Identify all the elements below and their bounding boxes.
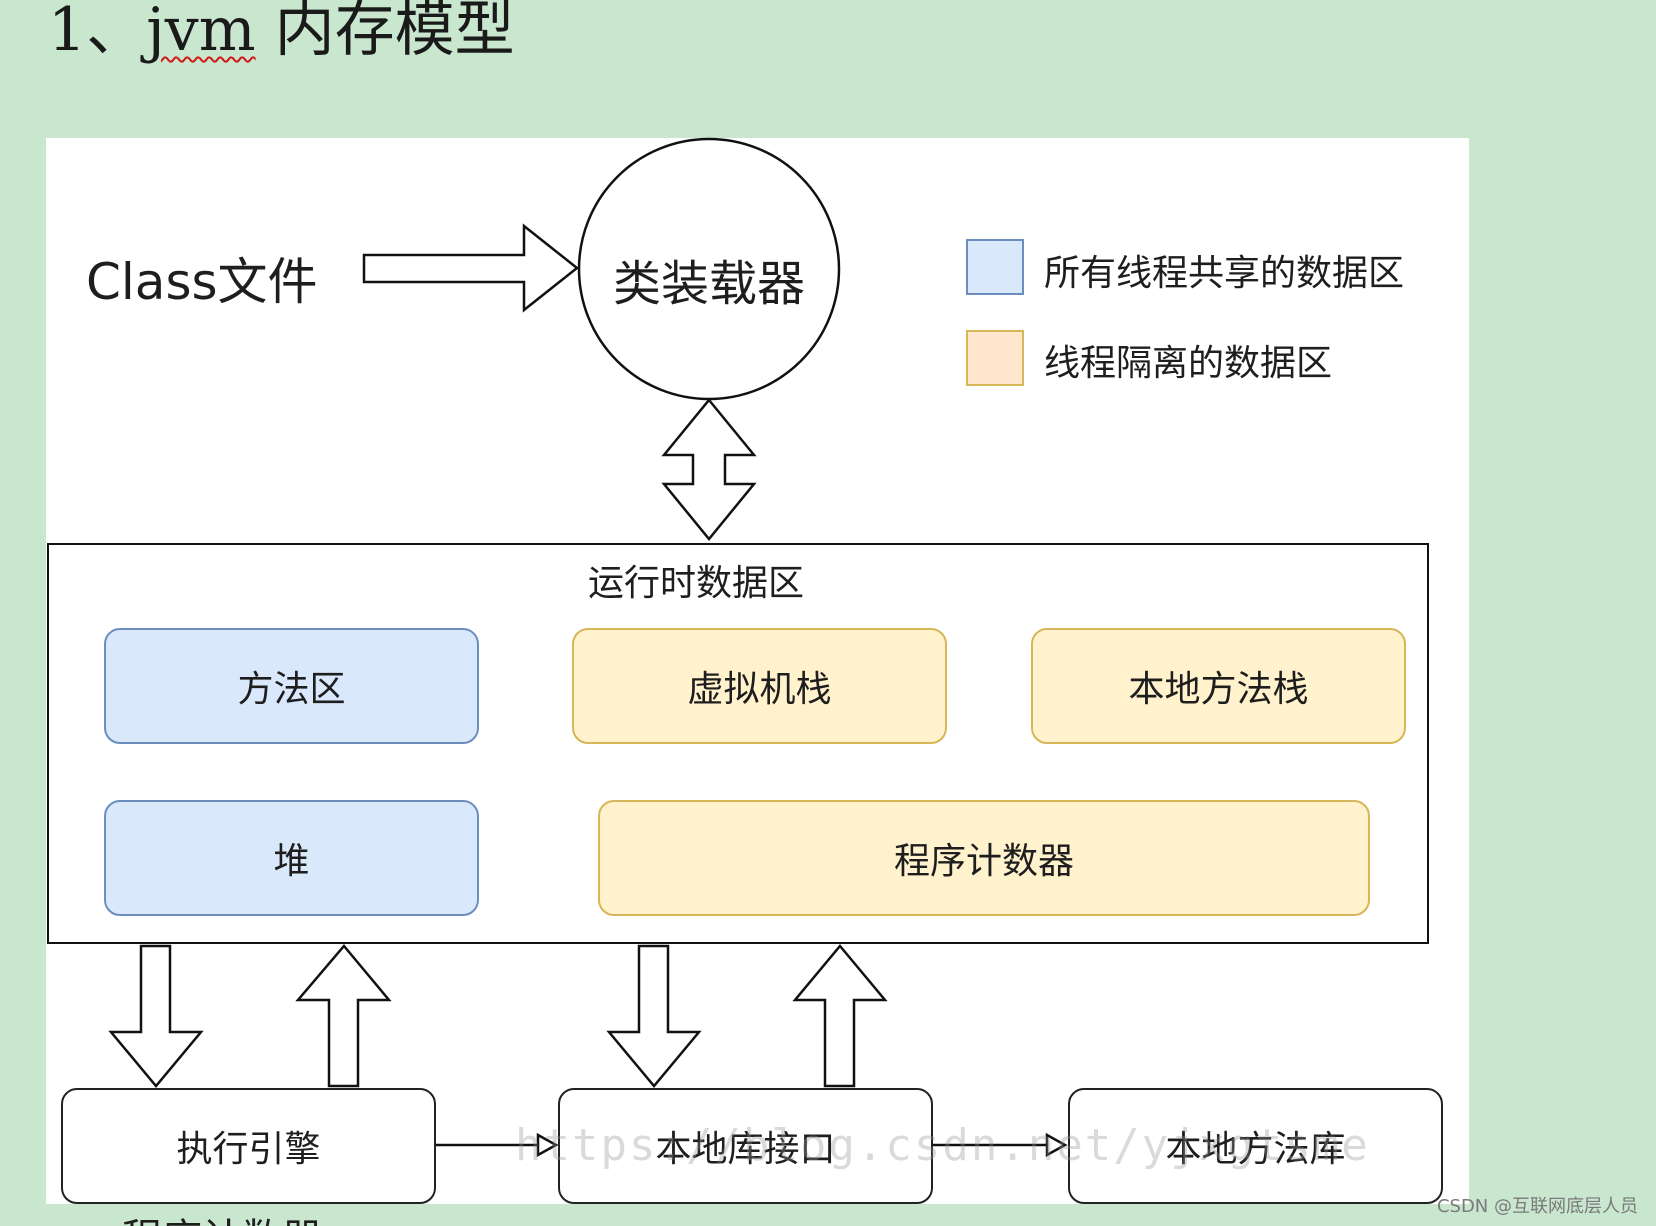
class-file-label: Class文件 (86, 253, 318, 311)
arrow-class-to-loader (362, 223, 580, 313)
class-loader-label: 类装载器 (612, 256, 805, 312)
native-library-box: 本地方法库 (1068, 1088, 1443, 1204)
method-area-box: 方法区 (104, 628, 479, 744)
arrow-engine-to-runtime (295, 944, 392, 1088)
legend-isolated-label: 线程隔离的数据区 (1044, 343, 1333, 384)
runtime-area-title: 运行时数据区 (588, 563, 805, 604)
program-counter-box: 程序计数器 (598, 800, 1370, 916)
page-title: 1、jvm 内存模型 (48, 0, 515, 66)
legend-shared-swatch (966, 239, 1024, 295)
heap-box: 堆 (104, 800, 479, 916)
arrow-loader-runtime (661, 398, 757, 541)
execution-engine-box: 执行引擎 (61, 1088, 436, 1204)
connector-interface-library-head (1045, 1132, 1068, 1158)
arrow-runtime-to-interface (606, 944, 702, 1088)
vm-stack-box: 虚拟机栈 (572, 628, 947, 744)
native-method-stack-box: 本地方法栈 (1031, 628, 1406, 744)
title-text: 内存模型 (255, 0, 515, 65)
legend-shared-label: 所有线程共享的数据区 (1044, 253, 1405, 294)
native-interface-box: 本地库接口 (558, 1088, 933, 1204)
title-jvm: jvm (146, 0, 256, 65)
arrow-runtime-to-engine (108, 944, 204, 1088)
cut-off-text: 程序计数器 (122, 1206, 322, 1226)
title-number: 1、 (48, 0, 147, 65)
connector-engine-interface-head (536, 1132, 559, 1158)
arrow-interface-to-runtime (792, 944, 888, 1088)
legend-isolated-swatch (966, 330, 1024, 386)
watermark: https://blog.csdn.net/yjxgtsme (515, 1120, 1370, 1171)
csdn-credit: CSDN @互联网底层人员 (1436, 1196, 1638, 1217)
